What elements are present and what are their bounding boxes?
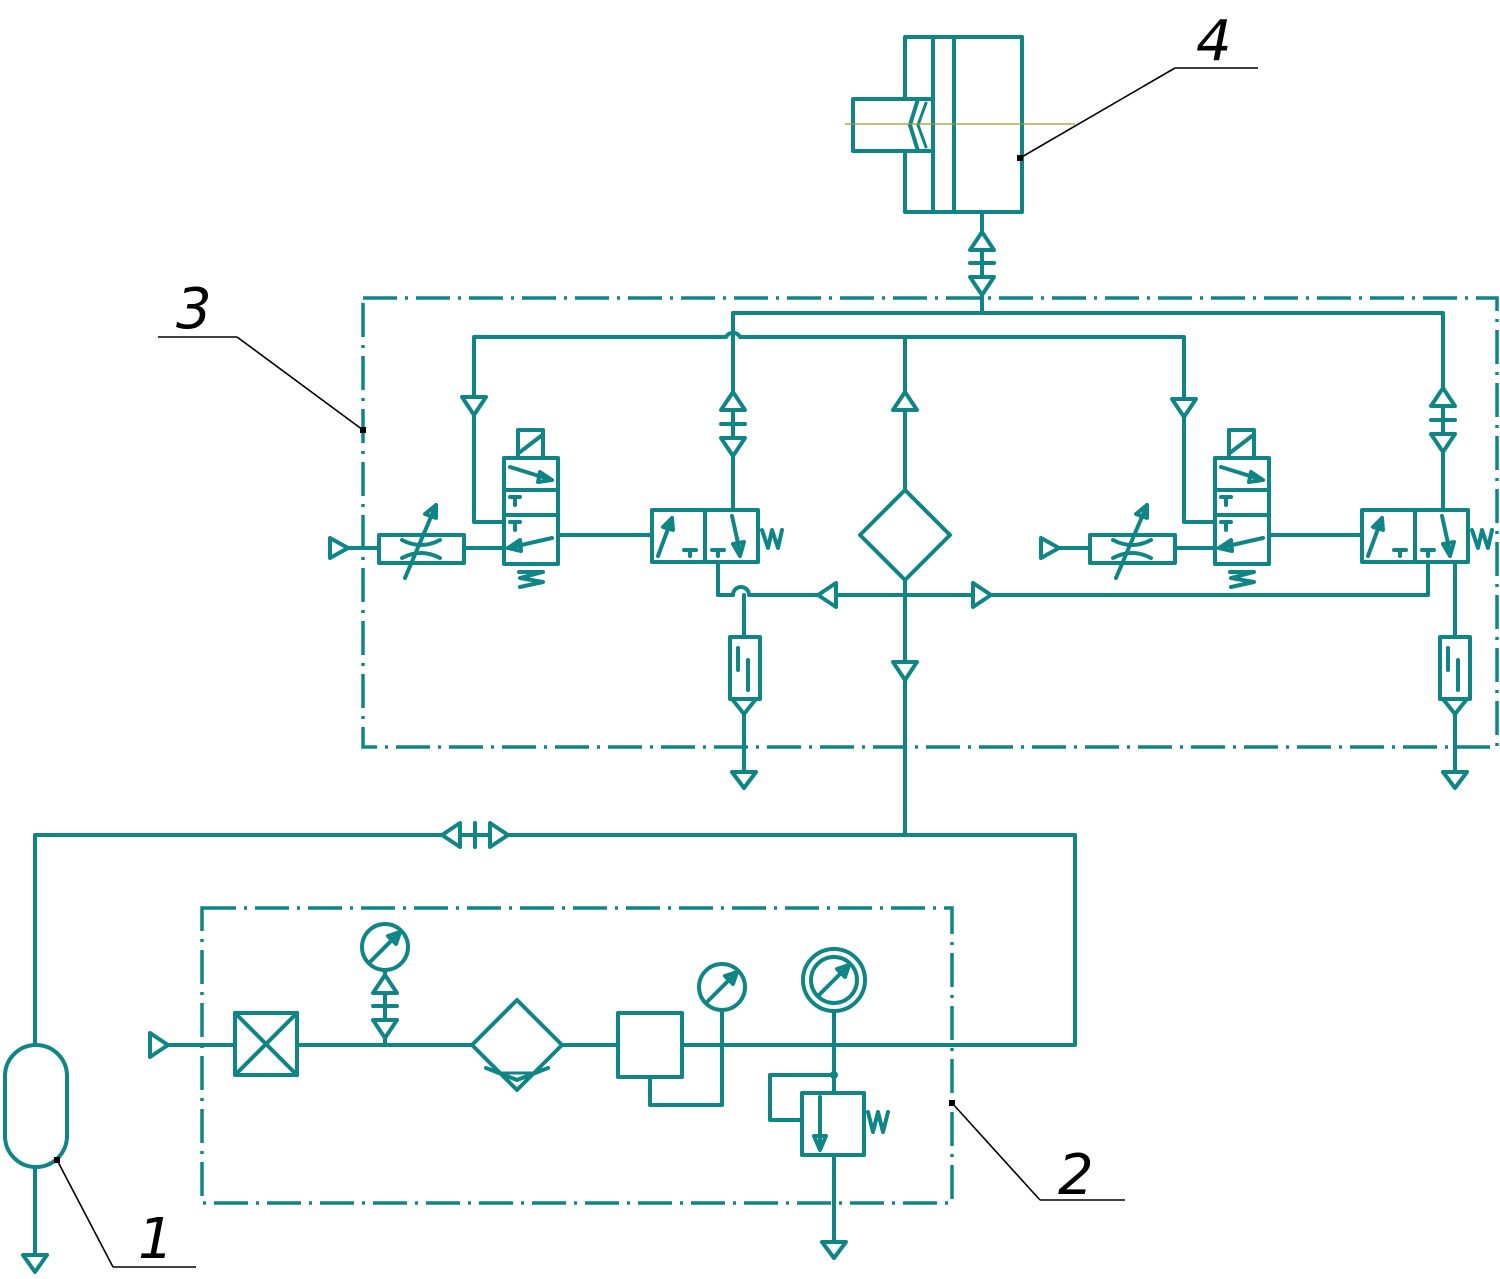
- air-receiver-tank: [3, 1043, 69, 1274]
- pressure-relief-valve: [768, 1073, 890, 1260]
- left-silencer: [728, 593, 762, 790]
- main-supply-line: [33, 821, 1077, 1047]
- distribution-lines-upper: [460, 311, 1445, 512]
- pressure-gauge-regulated: [697, 962, 747, 1047]
- callout-2-group: 2: [949, 1100, 1125, 1208]
- left-throttle-valve: [328, 503, 506, 580]
- center-filter-branch: [858, 335, 952, 837]
- callout-1-label: 1: [138, 1207, 174, 1272]
- right-throttle-valve: [1039, 503, 1217, 580]
- supply-bus-lines: [716, 560, 1430, 609]
- right-pilot-solenoid-valve: [1213, 428, 1271, 589]
- air-preparation-unit: [148, 922, 957, 1260]
- air-preparation-boundary: [200, 906, 954, 1205]
- pressure-gauge-outlet: [801, 947, 867, 1095]
- right-silencer: [1438, 560, 1472, 790]
- right-main-directional-valve: [1360, 508, 1494, 564]
- pressure-gauge-inlet: [360, 922, 410, 1047]
- pressure-regulator: [616, 1011, 724, 1107]
- callout-4-label: 4: [1196, 9, 1232, 74]
- left-pilot-solenoid-valve: [502, 428, 560, 589]
- center-filter-symbol: [858, 488, 952, 582]
- right-valve-assembly: [1039, 386, 1494, 790]
- left-main-directional-valve: [650, 508, 784, 564]
- callout-3-label: 3: [176, 277, 212, 342]
- callout-1-group: 1: [54, 1157, 196, 1272]
- cylinder-port-connector: [968, 210, 996, 312]
- left-valve-assembly: [328, 390, 784, 790]
- control-unit-boundary: [361, 296, 1499, 749]
- air-filter: [470, 998, 564, 1092]
- callout-2-label: 2: [1058, 1143, 1094, 1208]
- shutoff-valve: [233, 1011, 299, 1077]
- callout-3-group: 3: [158, 277, 366, 433]
- callout-4-group: 4: [1017, 9, 1258, 161]
- pneumatic-cylinder: [845, 35, 1075, 214]
